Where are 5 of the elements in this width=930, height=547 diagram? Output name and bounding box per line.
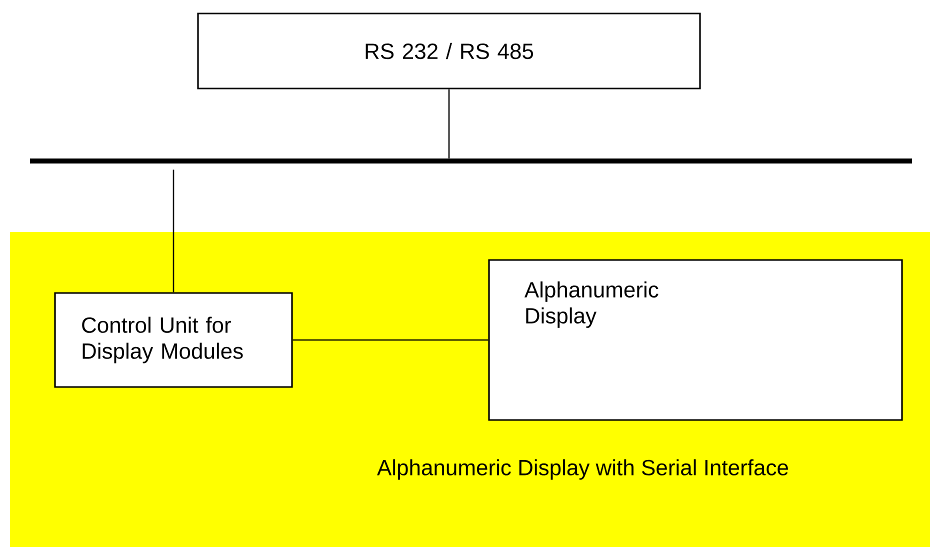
connector-line xyxy=(292,339,488,341)
process-box: Control Unit for Display Modules xyxy=(54,292,293,388)
display-box: Alphanumeric Display xyxy=(488,259,903,421)
connector-line xyxy=(448,89,450,158)
process-box: RS 232 / RS 485 xyxy=(197,12,701,90)
